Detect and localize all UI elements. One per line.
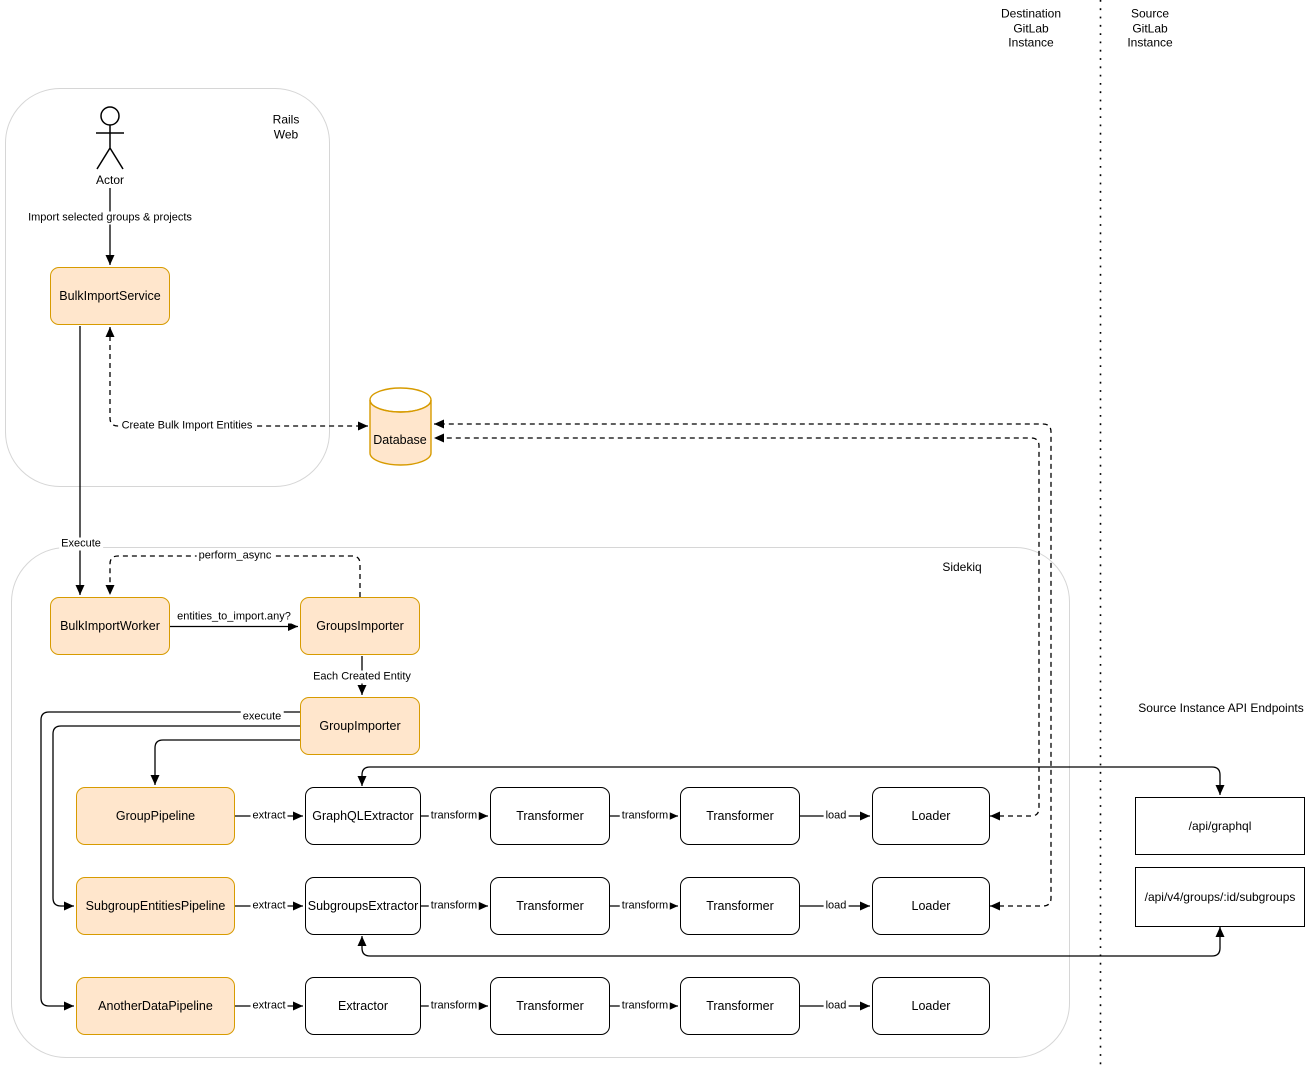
edge-label-execute: Execute	[59, 537, 103, 551]
edge-label-load-1: load	[823, 809, 849, 823]
node-group-importer: GroupImporter	[300, 697, 420, 755]
sidekiq-label: Sidekiq	[942, 559, 982, 574]
edge-label-transform-1b: transform	[619, 809, 671, 823]
node-api-subgroups: /api/v4/groups/:id/subgroups	[1135, 867, 1305, 927]
edge-label-execute-pipeline: execute	[240, 710, 284, 724]
node-groups-importer: GroupsImporter	[300, 597, 420, 655]
node-transformer-1b: Transformer	[680, 787, 800, 845]
database-icon	[369, 387, 432, 466]
node-transformer-3a: Transformer	[490, 977, 610, 1035]
edge-label-entities-any: entities_to_import.any?	[175, 610, 293, 624]
node-transformer-1a: Transformer	[490, 787, 610, 845]
rails-web-label: Rails Web	[272, 112, 300, 142]
rails-web-container	[5, 88, 330, 487]
edge-label-load-3: load	[823, 999, 849, 1013]
edge-label-extract-3: extract	[250, 999, 288, 1013]
edge-label-create-entities: Create Bulk Import Entities	[119, 419, 255, 433]
edge-label-transform-3a: transform	[428, 999, 480, 1013]
node-subgroup-entities-pipeline: SubgroupEntitiesPipeline	[76, 877, 235, 935]
node-loader-2: Loader	[872, 877, 990, 935]
node-bulk-import-worker: BulkImportWorker	[50, 597, 170, 655]
node-loader-1: Loader	[872, 787, 990, 845]
edge-label-transform-2b: transform	[619, 899, 671, 913]
database-label: Database	[373, 433, 427, 447]
node-subgroups-extractor: SubgroupsExtractor	[305, 877, 421, 935]
node-loader-3: Loader	[872, 977, 990, 1035]
edge-label-extract-2: extract	[250, 899, 288, 913]
edge-label-each-created-entity: Each Created Entity	[311, 670, 413, 684]
destination-instance-label: Destination GitLab Instance	[1000, 6, 1062, 50]
edge-label-import-selected: Import selected groups & projects	[26, 211, 194, 225]
edge-label-extract-1: extract	[250, 809, 288, 823]
actor-label: Actor	[95, 172, 125, 187]
node-group-pipeline: GroupPipeline	[76, 787, 235, 845]
edge-label-transform-3b: transform	[619, 999, 671, 1013]
node-transformer-3b: Transformer	[680, 977, 800, 1035]
edge-label-perform-async: perform_async	[196, 549, 274, 563]
node-graphql-extractor: GraphQLExtractor	[305, 787, 421, 845]
edge-label-load-2: load	[823, 899, 849, 913]
edge-label-transform-2a: transform	[428, 899, 480, 913]
api-endpoints-title: Source Instance API Endpoints	[1138, 700, 1304, 715]
node-api-graphql: /api/graphql	[1135, 797, 1305, 855]
node-transformer-2a: Transformer	[490, 877, 610, 935]
node-bulk-import-service: BulkImportService	[50, 267, 170, 325]
node-extractor: Extractor	[305, 977, 421, 1035]
source-instance-label: Source GitLab Instance	[1127, 6, 1173, 50]
node-transformer-2b: Transformer	[680, 877, 800, 935]
node-another-data-pipeline: AnotherDataPipeline	[76, 977, 235, 1035]
edge-label-transform-1a: transform	[428, 809, 480, 823]
